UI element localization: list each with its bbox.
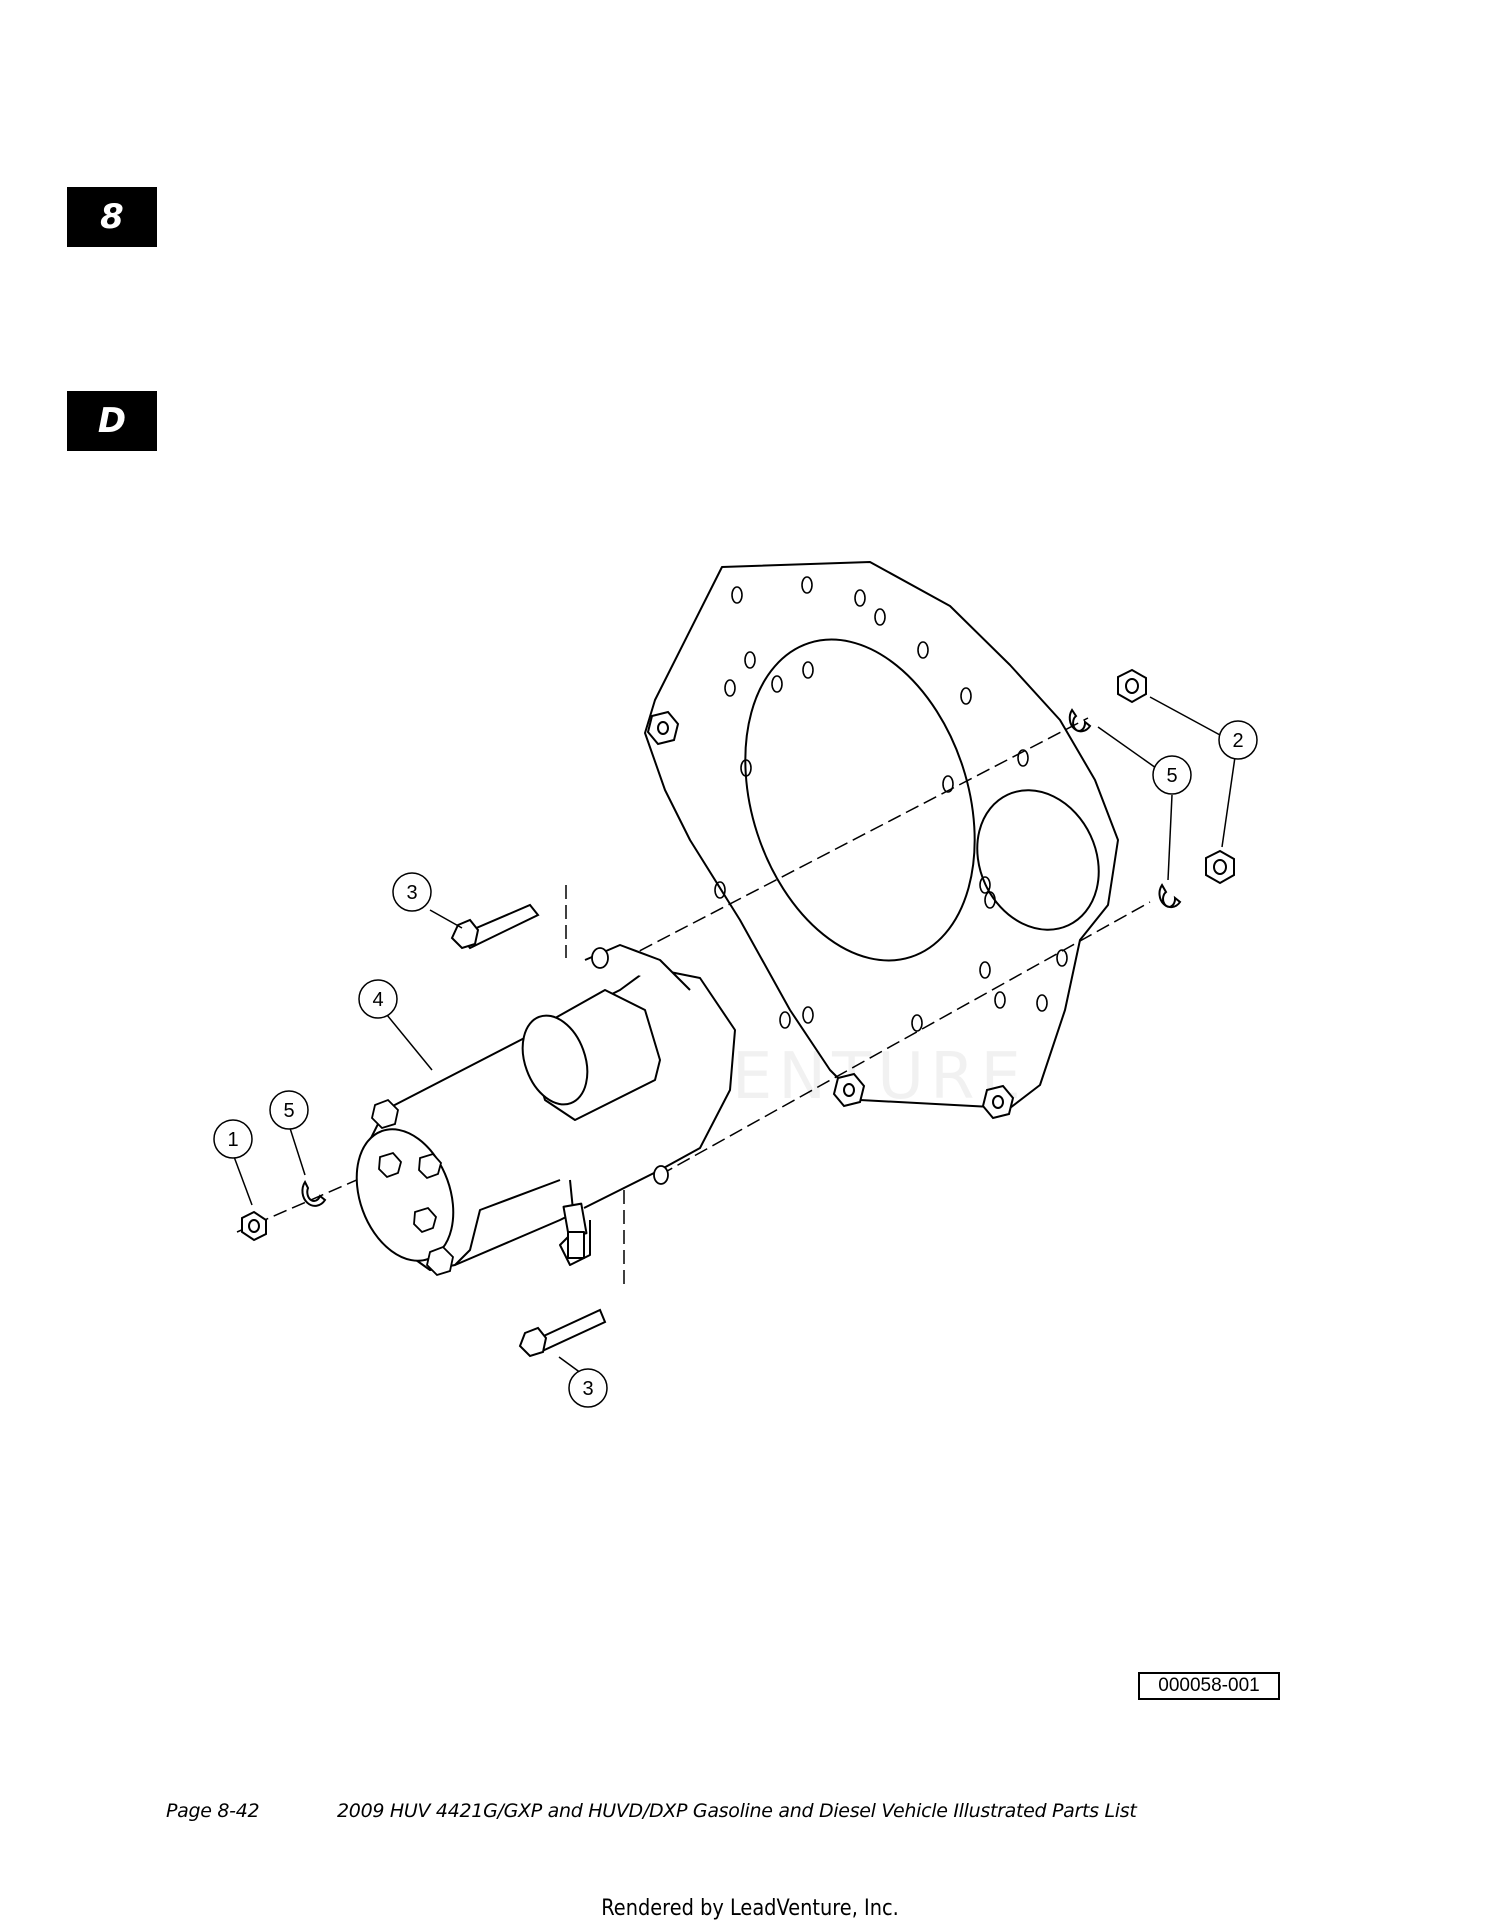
callout-3-upper: 3 — [406, 882, 417, 904]
manual-title: 2009 HUV 4421G/GXP and HUVD/DXP Gasoline… — [337, 1800, 1137, 1822]
nut-front — [241, 1210, 267, 1242]
nut-back-upper — [1117, 668, 1147, 704]
upper-bolt — [450, 903, 540, 950]
section-tab: 8 — [67, 187, 157, 247]
lower-bolt — [518, 1308, 607, 1358]
plate-small-opening — [976, 789, 1100, 931]
washer-front — [301, 1179, 327, 1207]
mounting-plate — [644, 561, 1119, 1109]
washer-back-upper — [1068, 708, 1092, 733]
letter-tab: D — [67, 391, 157, 451]
page-number: Page 8-42 — [166, 1800, 260, 1822]
figure-number: 000058-001 — [1138, 1672, 1280, 1700]
callout-5-front: 5 — [283, 1100, 294, 1122]
callout-5-back: 5 — [1166, 765, 1177, 787]
rendered-by-credit: Rendered by LeadVenture, Inc. — [601, 1896, 899, 1921]
washer-back-lower — [1158, 883, 1182, 909]
callout-4: 4 — [372, 989, 383, 1011]
callout-3-lower: 3 — [582, 1378, 593, 1400]
nut-back-lower — [1205, 849, 1235, 885]
plate-large-opening — [744, 638, 976, 962]
callout-1: 1 — [227, 1129, 238, 1151]
callout-2: 2 — [1232, 730, 1243, 752]
